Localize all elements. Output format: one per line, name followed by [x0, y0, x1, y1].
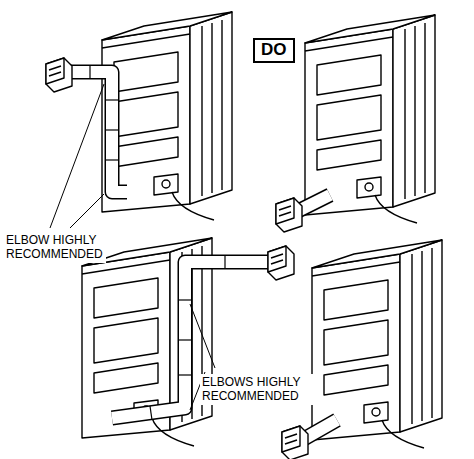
vent-hood — [282, 426, 308, 459]
vent-hood — [46, 58, 72, 92]
callout-label: ELBOW HIGHLY RECOMMENDED — [4, 232, 106, 263]
callout-label: ELBOWS HIGHLY RECOMMENDED — [200, 374, 316, 405]
pipe-joints — [90, 65, 225, 420]
heading-text: DO — [261, 41, 287, 60]
vent-hood — [276, 198, 302, 232]
caption-box: DO — [253, 38, 295, 63]
vent-hood — [268, 246, 294, 280]
